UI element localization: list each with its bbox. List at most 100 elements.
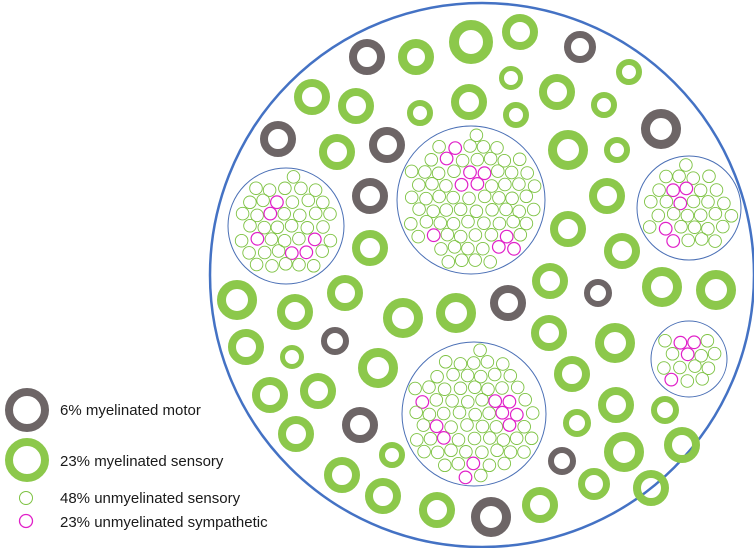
unmyelinated-sympathetic-axon xyxy=(477,166,492,181)
unmyelinated-sensory-axon xyxy=(510,380,525,395)
unmyelinated-sensory-axon xyxy=(308,183,323,197)
unmyelinated-sensory-axon xyxy=(717,196,731,211)
unmyelinated-sensory-axon xyxy=(477,216,491,230)
unmyelinated-sensory-axon xyxy=(695,372,709,386)
myelinated-sensory-fiber xyxy=(598,387,634,423)
myelinated-sensory-fiber xyxy=(499,66,523,90)
unmyelinated-sensory-axon xyxy=(652,183,666,197)
legend-motor-label: 6% myelinated motor xyxy=(60,402,201,419)
myelinated-sensory-fiber xyxy=(278,416,314,452)
unmyelinated-sensory-axon xyxy=(681,233,695,248)
myelinated-sensory-fiber xyxy=(319,134,355,170)
unmyelinated-sympathetic-axon xyxy=(680,347,695,362)
unmyelinated-sensory-axon xyxy=(496,433,511,447)
unmyelinated-sensory-axon xyxy=(264,232,279,246)
myelinated-motor-fiber xyxy=(342,407,378,443)
myelinated-motor-fiber xyxy=(490,285,526,321)
unmyelinated-sensory-axon xyxy=(476,241,490,256)
myelinated-sensory-fiber xyxy=(595,323,635,363)
unmyelinated-sensory-axon xyxy=(503,369,518,383)
unmyelinated-sympathetic-axon xyxy=(687,335,701,350)
unmyelinated-sensory-axon xyxy=(480,355,495,369)
unmyelinated-sensory-axon xyxy=(665,347,680,361)
unmyelinated-sympathetic-axon xyxy=(250,231,265,246)
unmyelinated-sensory-axon xyxy=(249,257,264,272)
unmyelinated-sensory-axon xyxy=(453,229,468,244)
unmyelinated-sensory-axon xyxy=(527,179,542,193)
unmyelinated-sensory-axon xyxy=(687,220,702,234)
unmyelinated-sensory-axon xyxy=(701,361,716,375)
unmyelinated-sensory-axon xyxy=(277,207,291,221)
unmyelinated-sensory-axon xyxy=(474,369,488,384)
unmyelinated-sympathetic-axon xyxy=(448,141,463,156)
unmyelinated-sensory-axon xyxy=(468,228,483,242)
fascicle xyxy=(636,155,742,261)
unmyelinated-sensory-axon xyxy=(444,420,458,434)
unmyelinated-sensory-axon xyxy=(257,245,272,260)
unmyelinated-sensory-axon xyxy=(432,139,446,154)
unmyelinated-sensory-axon xyxy=(674,219,688,234)
myelinated-sensory-fiber xyxy=(252,377,288,413)
myelinated-sensory-fiber xyxy=(554,356,590,392)
unmyelinated-sensory-axon xyxy=(460,418,474,432)
unmyelinated-sensory-axon xyxy=(694,232,709,246)
unmyelinated-sympathetic-axon xyxy=(499,229,514,244)
unmyelinated-sensory-axon xyxy=(424,153,439,167)
unmyelinated-sensory-axon xyxy=(467,431,482,446)
unmyelinated-sensory-axon xyxy=(476,140,491,154)
unmyelinated-sensory-axon xyxy=(672,169,686,184)
myelinated-sensory-fiber xyxy=(436,293,476,333)
unmyelinated-sensory-axon xyxy=(489,420,504,434)
unmyelinated-sensory-axon xyxy=(431,166,446,181)
unmyelinated-sensory-axon xyxy=(499,202,513,217)
unmyelinated-sympathetic-axon xyxy=(439,151,454,166)
unmyelinated-sensory-axon xyxy=(425,177,439,191)
unmyelinated-sympathetic-axon xyxy=(466,456,481,471)
unmyelinated-sensory-axon xyxy=(316,195,330,210)
fascicle-outline xyxy=(650,320,728,398)
unmyelinated-sensory-axon xyxy=(429,393,444,407)
unmyelinated-sensory-axon xyxy=(490,443,504,458)
unmyelinated-sensory-axon xyxy=(430,369,444,384)
unmyelinated-sensory-axon xyxy=(707,346,722,361)
unmyelinated-sensory-axon xyxy=(447,164,461,178)
legend-unmyelinated-sensory-swatch xyxy=(19,491,33,505)
myelinated-sensory-fiber xyxy=(324,457,360,493)
myelinated-sensory-fiber xyxy=(228,329,264,365)
unmyelinated-sensory-axon xyxy=(438,458,452,473)
myelinated-motor-fiber xyxy=(584,279,612,307)
myelinated-sensory-fiber xyxy=(642,267,682,307)
myelinated-sensory-fiber xyxy=(294,79,330,115)
myelinated-sensory-fiber xyxy=(532,263,568,299)
myelinated-motor-fiber xyxy=(321,327,349,355)
unmyelinated-sensory-axon xyxy=(249,181,263,195)
unmyelinated-sensory-axon xyxy=(481,382,495,397)
unmyelinated-sympathetic-axon xyxy=(284,246,299,261)
unmyelinated-sensory-axon xyxy=(453,202,468,217)
unmyelinated-sensory-axon xyxy=(439,179,453,193)
unmyelinated-sensory-axon xyxy=(308,206,323,221)
unmyelinated-sympathetic-axon xyxy=(491,239,506,254)
unmyelinated-sensory-axon xyxy=(484,228,499,242)
unmyelinated-sensory-axon xyxy=(418,165,432,179)
legend-motor-swatch xyxy=(5,388,49,432)
unmyelinated-sensory-axon xyxy=(504,165,519,180)
legend-sensory-swatch xyxy=(5,438,49,482)
fascicle-outline xyxy=(227,167,345,285)
unmyelinated-sensory-axon xyxy=(293,208,307,223)
myelinated-motor-fiber xyxy=(471,497,511,537)
unmyelinated-sensory-axon xyxy=(460,368,475,383)
unmyelinated-sensory-axon xyxy=(503,445,518,459)
unmyelinated-sensory-axon xyxy=(659,169,673,184)
unmyelinated-sensory-axon xyxy=(277,233,292,248)
unmyelinated-sensory-axon xyxy=(485,203,499,217)
unmyelinated-sensory-axon xyxy=(423,431,438,446)
unmyelinated-sensory-axon xyxy=(519,216,534,231)
unmyelinated-sensory-axon xyxy=(292,257,306,272)
myelinated-sensory-fiber xyxy=(383,298,423,338)
unmyelinated-sensory-axon xyxy=(694,348,708,363)
unmyelinated-sensory-axon xyxy=(686,194,701,209)
unmyelinated-sensory-axon xyxy=(483,255,497,269)
myelinated-motor-fiber xyxy=(641,109,681,149)
unmyelinated-sensory-axon xyxy=(461,214,475,229)
